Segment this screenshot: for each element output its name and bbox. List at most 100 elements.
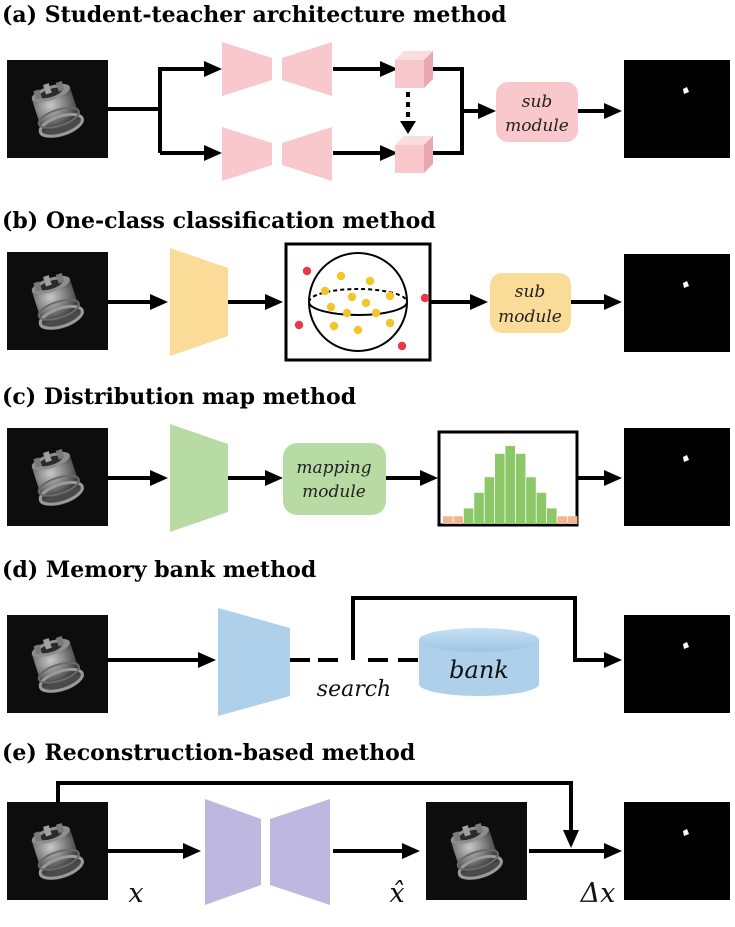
arrow-icon bbox=[204, 61, 222, 77]
autoencoder bbox=[205, 799, 330, 905]
section-title-a: (a) Student-teacher architecture method bbox=[2, 2, 507, 28]
mapping-module-label-line1: mapping bbox=[296, 458, 371, 478]
normal-point bbox=[320, 286, 330, 296]
arrow-icon bbox=[478, 103, 496, 119]
sub-module-a bbox=[496, 82, 578, 142]
anomaly-points bbox=[294, 266, 430, 351]
normal-point bbox=[385, 318, 395, 328]
input-image-a bbox=[5, 58, 110, 160]
arrow-icon bbox=[150, 470, 168, 486]
anomaly-map-d bbox=[624, 615, 730, 713]
histogram-bar bbox=[557, 516, 567, 524]
connectors-d bbox=[108, 596, 604, 662]
anomaly-map-c bbox=[624, 428, 730, 526]
histogram-bar bbox=[463, 508, 474, 524]
connectors-e bbox=[56, 781, 604, 853]
hypersphere-panel bbox=[284, 242, 432, 362]
normal-point bbox=[353, 325, 363, 335]
anomaly-map-e bbox=[624, 802, 730, 900]
arrow-icon bbox=[204, 145, 222, 161]
arrow-icon bbox=[470, 294, 488, 310]
anomaly-map-b bbox=[624, 254, 730, 352]
arrow-icon bbox=[150, 294, 168, 310]
normal-point bbox=[371, 308, 381, 318]
arrow-icon bbox=[604, 294, 622, 310]
normal-point bbox=[361, 298, 371, 308]
histogram-bar bbox=[515, 453, 526, 524]
sub-module-label-line2: module bbox=[505, 116, 569, 136]
normal-point bbox=[336, 271, 346, 281]
arrow-icon bbox=[604, 843, 622, 859]
arrow-icon bbox=[402, 843, 420, 859]
sub-module-label-line1: sub bbox=[522, 92, 553, 112]
mapping-module bbox=[283, 443, 386, 515]
arrow-icon bbox=[604, 652, 622, 668]
teacher-network bbox=[222, 42, 332, 96]
sub-module-label-line2: module bbox=[498, 307, 562, 327]
normal-point bbox=[365, 276, 375, 286]
section-title-d: (d) Memory bank method bbox=[2, 557, 316, 583]
histogram-bar bbox=[567, 516, 578, 524]
arrow-icon bbox=[183, 843, 201, 859]
normal-point bbox=[329, 321, 339, 331]
hypersphere-icon bbox=[308, 252, 408, 352]
histogram-bar bbox=[474, 492, 484, 524]
histogram-bar bbox=[443, 516, 453, 524]
feature-cube-icon bbox=[395, 51, 433, 88]
arrow-icon bbox=[420, 470, 438, 486]
histogram-bar bbox=[484, 477, 495, 524]
anomaly-point bbox=[397, 341, 407, 351]
down-arrow-icon bbox=[563, 830, 579, 848]
mapping-module-label-line2: module bbox=[302, 482, 366, 502]
arrow-icon bbox=[265, 470, 283, 486]
feature-encoder-c bbox=[170, 424, 228, 532]
search-label: search bbox=[317, 677, 391, 702]
memory-bank-cylinder-icon bbox=[419, 628, 539, 696]
arrow-icon bbox=[604, 470, 622, 486]
feature-encoder-b bbox=[170, 248, 228, 356]
anomaly-point bbox=[294, 320, 304, 330]
input-image-e bbox=[5, 800, 110, 902]
section-memory-bank: (d) Memory bank method bank search bbox=[2, 557, 730, 716]
normal-point bbox=[342, 308, 352, 318]
section-distribution-map: (c) Distribution map method mapping modu… bbox=[2, 384, 730, 532]
section-title-e: (e) Reconstruction-based method bbox=[2, 740, 415, 766]
dashed-arrow-head-icon bbox=[400, 121, 416, 134]
normal-point bbox=[385, 291, 395, 301]
section-one-class: (b) One-class classification method sub … bbox=[2, 208, 730, 362]
section-title-b: (b) One-class classification method bbox=[2, 208, 436, 234]
input-image-b bbox=[5, 250, 110, 352]
connectors-a bbox=[108, 67, 604, 155]
bank-label: bank bbox=[449, 656, 509, 684]
reconstructed-image bbox=[424, 800, 529, 902]
anomaly-point bbox=[420, 293, 430, 303]
input-x-label: x bbox=[128, 878, 143, 909]
sub-module-label-line1: sub bbox=[515, 282, 546, 302]
input-image-c bbox=[5, 426, 110, 528]
feature-encoder-d bbox=[218, 608, 290, 716]
histogram-bar bbox=[495, 453, 505, 524]
normal-point bbox=[347, 292, 357, 302]
normal-points bbox=[320, 271, 395, 335]
difference-delta-x-label: Δx bbox=[580, 878, 616, 909]
anomaly-map-a bbox=[624, 60, 730, 158]
student-network bbox=[222, 127, 332, 181]
sub-module-b bbox=[490, 273, 571, 333]
reconstruction-x-hat-label: x̂ bbox=[389, 878, 404, 909]
normal-point bbox=[326, 302, 336, 312]
arrow-icon bbox=[198, 652, 216, 668]
histogram-bar bbox=[536, 492, 547, 524]
histogram-bars bbox=[443, 446, 578, 524]
section-reconstruction: (e) Reconstruction-based method x x̂ Δx bbox=[2, 740, 730, 909]
section-title-c: (c) Distribution map method bbox=[2, 384, 356, 410]
section-student-teacher: (a) Student-teacher architecture method bbox=[2, 2, 730, 181]
feature-cube-icon bbox=[395, 136, 433, 173]
arrow-icon bbox=[604, 103, 622, 119]
anomaly-point bbox=[302, 266, 312, 276]
input-image-d bbox=[5, 613, 110, 715]
histogram-bar bbox=[526, 477, 536, 524]
histogram-bar bbox=[453, 516, 463, 524]
arrow-icon bbox=[265, 294, 283, 310]
histogram-bar bbox=[505, 446, 515, 524]
